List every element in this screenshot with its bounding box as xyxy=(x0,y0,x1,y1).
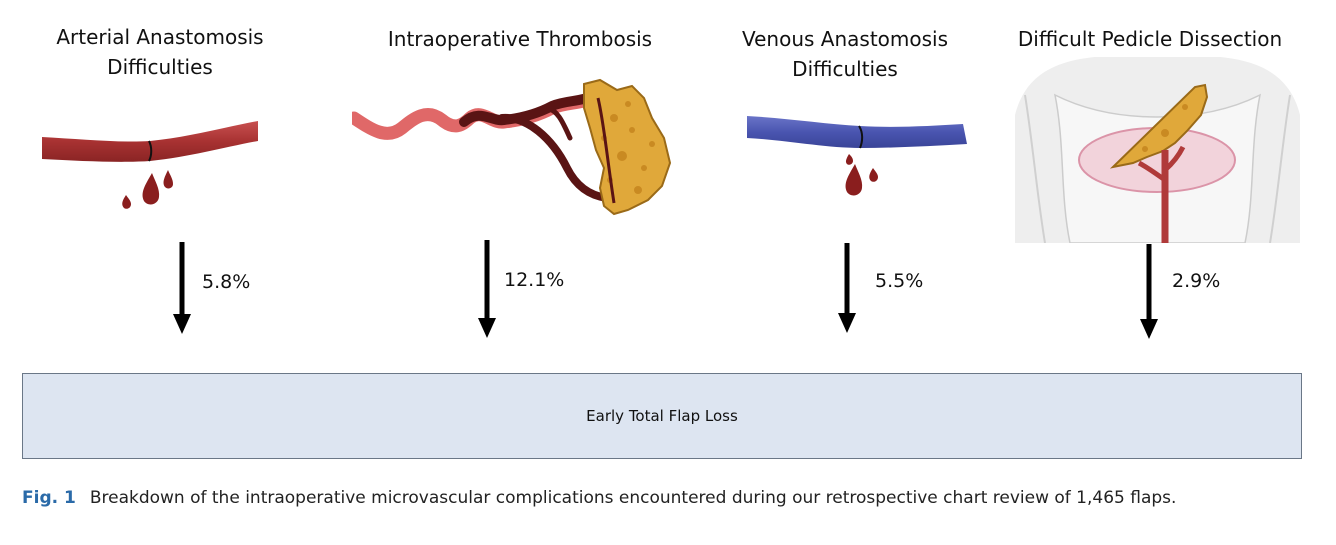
down-arrow-icon xyxy=(838,243,856,333)
title-intraoperative-thrombosis: Intraoperative Thrombosis xyxy=(360,24,680,54)
title-line: Arterial Anastomosis xyxy=(56,25,264,49)
percent-venous: 5.5% xyxy=(875,270,924,292)
title-line: Difficulties xyxy=(107,55,213,79)
vein-bleeding-icon xyxy=(747,116,967,196)
down-arrow-icon xyxy=(1140,244,1158,339)
title-venous-anastomosis: Venous Anastomosis Difficulties xyxy=(710,24,980,84)
caption-text: Breakdown of the intraoperative microvas… xyxy=(89,488,1177,508)
title-arterial-anastomosis: Arterial Anastomosis Difficulties xyxy=(30,22,290,82)
down-arrow-icon xyxy=(478,240,496,338)
figure-label: Fig. 1 xyxy=(22,488,76,508)
title-line: Intraoperative Thrombosis xyxy=(387,27,653,51)
artery-bleeding-icon xyxy=(42,121,258,209)
thrombosed-vessel-flap-icon xyxy=(352,78,672,216)
outcome-box: Early Total Flap Loss xyxy=(22,373,1302,459)
title-line: Venous Anastomosis xyxy=(741,27,949,51)
figure-caption: Fig. 1 Breakdown of the intraoperative mi… xyxy=(22,488,1176,508)
outcome-label: Early Total Flap Loss xyxy=(586,407,738,425)
torso-pedicle-flap-icon xyxy=(1015,57,1300,243)
title-difficult-pedicle-dissection: Difficult Pedicle Dissection xyxy=(1000,24,1300,54)
percent-arterial: 5.8% xyxy=(202,271,251,293)
percent-pedicle: 2.9% xyxy=(1172,270,1221,292)
down-arrow-icon xyxy=(173,242,191,334)
percent-thrombosis: 12.1% xyxy=(504,269,565,291)
title-line: Difficulties xyxy=(792,57,898,81)
title-line: Difficult Pedicle Dissection xyxy=(1017,27,1283,51)
